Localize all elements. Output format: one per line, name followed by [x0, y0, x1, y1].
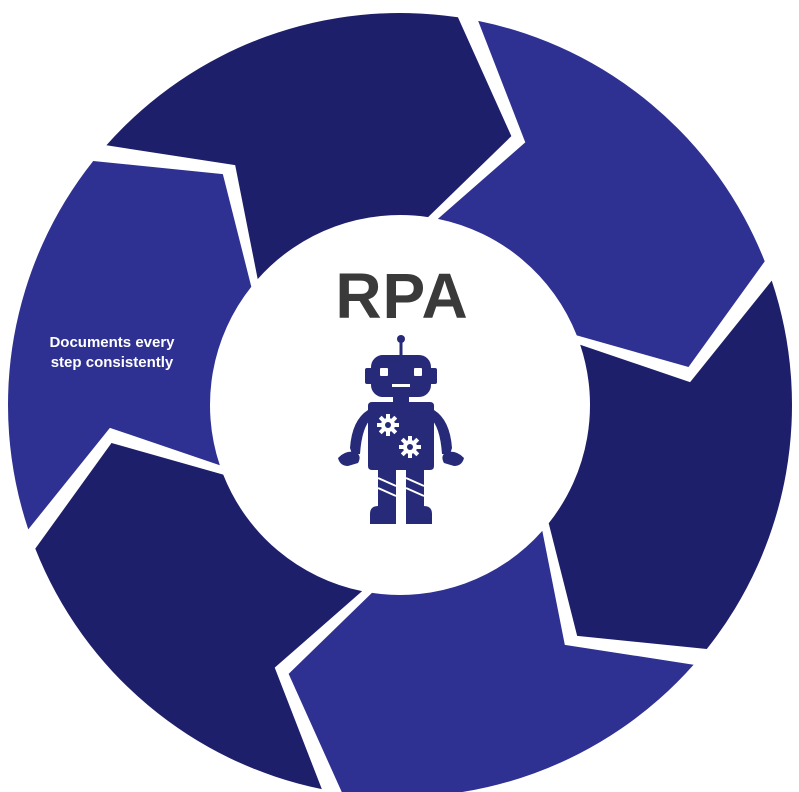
segment-time-to-market	[437, 20, 765, 368]
segment-virtual-employee	[8, 160, 252, 530]
segment-documents-steps	[35, 442, 363, 790]
segment-no-physical-robot	[106, 13, 512, 280]
center-title: RPA	[335, 260, 468, 332]
segment-existing-applications	[548, 280, 792, 650]
segment-label-documents-steps: Documents every	[49, 334, 175, 351]
segment-label-documents-steps: step consistently	[51, 354, 174, 371]
cycle-segments: Your virtualemployeeNo physical robotTim…	[8, 13, 792, 792]
segment-no-changes	[288, 530, 694, 792]
robot-icon	[338, 335, 464, 524]
